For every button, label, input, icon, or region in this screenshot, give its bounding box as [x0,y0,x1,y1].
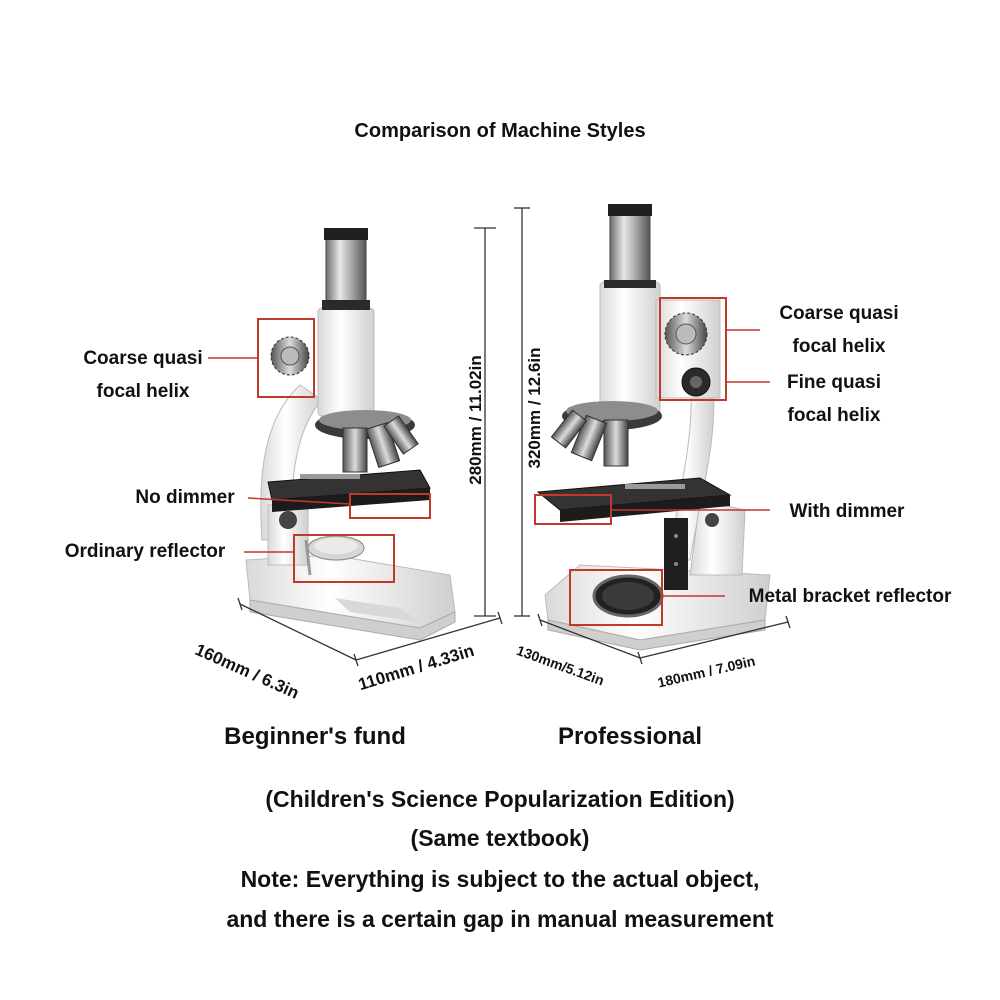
note-measurement-gap: and there is a certain gap in manual mea… [226,906,774,932]
callout-professional-dimmer: With dimmer [789,501,905,522]
note-textbook: (Same textbook) [410,825,590,851]
box-beginner-dimmer [349,493,431,519]
dim-beginner-height: 280mm / 11.02in [466,355,485,485]
beginner-eyepiece [325,231,367,309]
box-beginner-reflector [293,534,395,583]
callout-professional-coarse: Coarse quasi focal helix [779,303,899,357]
callout-lines [208,329,770,597]
professional-eyepiece [609,209,651,287]
callout-professional-reflector: Metal bracket reflector [748,586,952,607]
note-actual-object: Note: Everything is subject to the actua… [240,866,760,892]
dim-professional-height: 320mm / 12.6in [525,347,544,469]
note-edition: (Children's Science Popularization Editi… [265,786,735,812]
professional-microscope [536,204,771,651]
box-professional-helix [659,297,727,401]
page-title: Comparison of Machine Styles [354,120,646,142]
dimension-lines [237,207,791,667]
callout-professional-fine: Fine quasi focal helix [787,372,881,426]
callout-beginner-coarse: Coarse quasi focal helix [83,348,203,402]
box-professional-reflector [569,569,663,626]
professional-body-tube [599,281,661,421]
callout-beginner-reflector: Ordinary reflector [64,541,226,562]
caption-professional: Professional [557,723,703,750]
beginner-body-tube [317,307,375,417]
callout-beginner-dimmer: No dimmer [135,487,235,508]
beginner-microscope [245,228,456,641]
caption-beginner: Beginner's fund [224,723,406,750]
